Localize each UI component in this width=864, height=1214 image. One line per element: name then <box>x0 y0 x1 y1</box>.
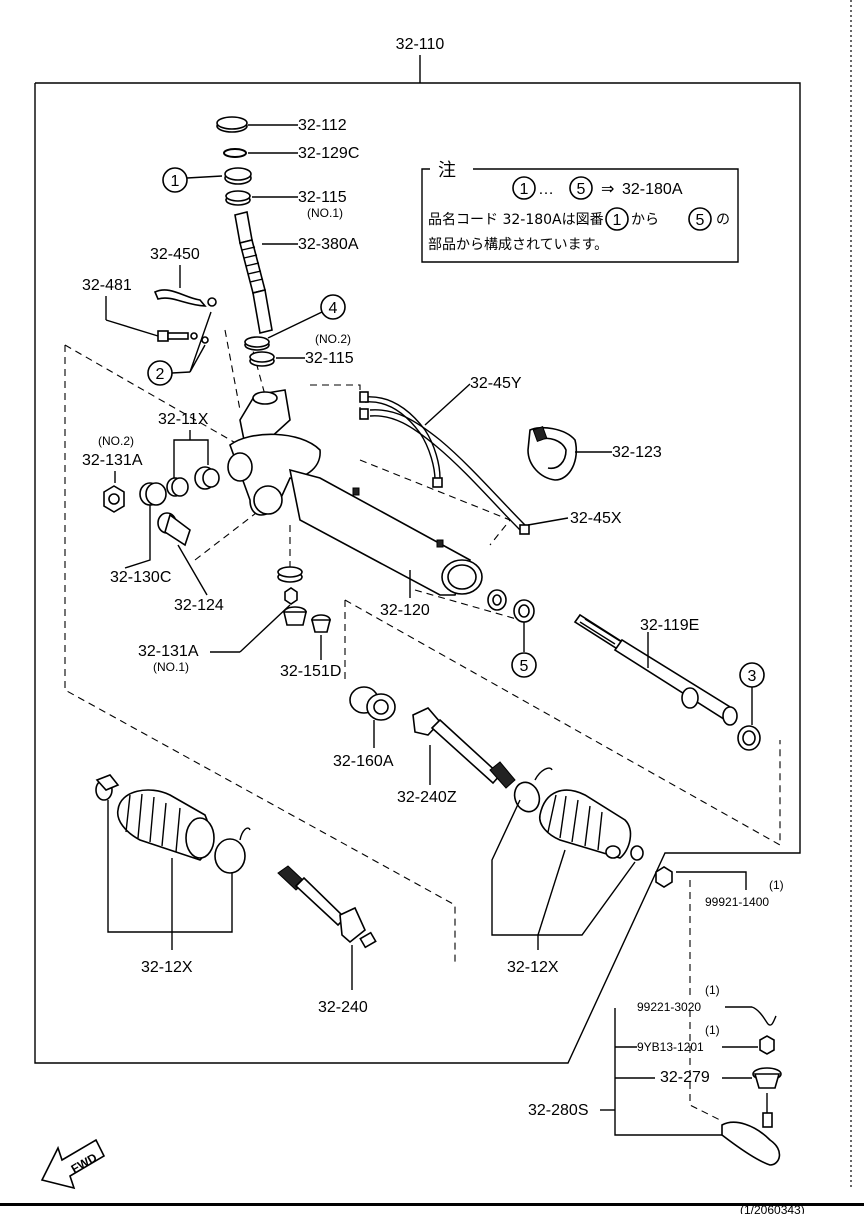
svg-text:1: 1 <box>613 212 622 229</box>
callout-4 <box>320 294 346 320</box>
mount-rubber-32-123 <box>527 426 577 481</box>
svg-text:から: から <box>631 212 659 228</box>
cotter-pin-99221-3020 <box>751 1006 777 1026</box>
cap-under-housing <box>277 566 303 583</box>
tie-rod-32-240 <box>277 865 377 949</box>
bush-32-160a <box>349 686 396 721</box>
svg-text:5: 5 <box>520 658 529 675</box>
svg-text:5: 5 <box>577 181 586 198</box>
label-32-151d: 32-151D <box>280 663 341 680</box>
union-pipe-32-450 <box>153 289 217 307</box>
boot-right-32-12x <box>513 767 644 861</box>
label-32-450: 32-450 <box>150 246 200 263</box>
fwd-arrow-icon: FWD <box>40 1138 106 1190</box>
tube-32-124 <box>157 512 191 547</box>
label-32-124: 32-124 <box>174 597 224 614</box>
union-bolt-32-481 <box>157 330 209 344</box>
bearing-32-115-no1 <box>225 190 251 206</box>
kit-parts-32-11x <box>166 466 220 497</box>
svg-text:(NO.1): (NO.1) <box>153 660 189 674</box>
footer-rule <box>0 1203 864 1206</box>
callout-5 <box>511 652 537 678</box>
svg-text:部品から構成されています。: 部品から構成されています。 <box>428 237 608 253</box>
svg-text:(1): (1) <box>705 983 720 997</box>
footer-code: (1/2060343) <box>740 1203 805 1214</box>
svg-text:1: 1 <box>520 181 529 198</box>
label-99221-3020: 99221-3020 <box>637 1000 701 1014</box>
label-32-240: 32-240 <box>318 999 368 1016</box>
pinion-shaft-32-380a <box>234 211 273 334</box>
seal-callout-4 <box>244 336 270 351</box>
tie-rod-end-32-280s <box>721 1093 781 1166</box>
label-32-45y: 32-45Y <box>470 375 522 392</box>
boot-left-32-12x <box>95 774 251 874</box>
gear-housing-32-120 <box>227 389 483 596</box>
label-32-279: 32-279 <box>660 1069 710 1086</box>
svg-text:の: の <box>716 212 730 228</box>
cap-32-151d <box>282 606 332 633</box>
label-32-131a-no1: 32-131A <box>138 643 199 660</box>
svg-text:4: 4 <box>329 300 338 317</box>
assembly-frame <box>34 55 801 1064</box>
svg-text:32-180A: 32-180A <box>622 181 683 198</box>
label-32-131a-no2: 32-131A <box>82 452 143 469</box>
label-32-12x-right: 32-12X <box>507 959 559 976</box>
label-32-129c: 32-129C <box>298 145 359 162</box>
label-32-45x: 32-45X <box>570 510 622 527</box>
bearing-32-115-no2 <box>249 351 275 367</box>
snap-ring-32-129c <box>223 148 247 158</box>
label-9yb13-1201: 9YB13-1201 <box>637 1040 704 1054</box>
svg-text:注: 注 <box>438 160 456 181</box>
assembly-label: 32-110 <box>396 36 445 53</box>
bearing-callout-1 <box>224 167 252 185</box>
seal-32-130c <box>139 482 167 506</box>
dust-boot-32-279 <box>752 1067 782 1089</box>
svg-text:1: 1 <box>171 173 180 190</box>
label-32-481: 32-481 <box>82 277 132 294</box>
nut-9yb13-1201 <box>759 1035 775 1055</box>
rack-32-119e <box>573 613 738 726</box>
oil-seal-callout-5 <box>487 589 535 623</box>
svg-text:…: … <box>538 181 554 198</box>
label-32-240z: 32-240Z <box>397 789 457 806</box>
label-32-380a: 32-380A <box>298 236 359 253</box>
nut-32-131a-no1 <box>284 587 298 605</box>
seal-callout-3 <box>737 725 761 751</box>
label-32-112: 32-112 <box>298 117 347 134</box>
tie-rod-32-240z <box>412 707 516 789</box>
svg-text:(NO.2): (NO.2) <box>315 332 351 346</box>
svg-text:品名コード 32-180Aは図番: 品名コード 32-180Aは図番 <box>428 212 604 228</box>
nut-99921-1400 <box>655 866 673 888</box>
svg-text:2: 2 <box>156 366 165 383</box>
label-99921-1400: 99921-1400 <box>705 895 769 909</box>
svg-text:5: 5 <box>696 212 705 229</box>
svg-text:⇒: ⇒ <box>601 179 614 198</box>
svg-text:(1): (1) <box>769 878 784 892</box>
washer-32-112 <box>216 116 248 133</box>
label-32-119e: 32-119E <box>640 617 699 634</box>
label-32-130c: 32-130C <box>110 569 171 586</box>
label-32-123: 32-123 <box>612 444 662 461</box>
label-32-115-no2: 32-115 <box>305 350 354 367</box>
label-32-280s: 32-280S <box>528 1102 589 1119</box>
svg-text:(1): (1) <box>705 1023 720 1037</box>
label-32-120: 32-120 <box>380 602 430 619</box>
callout-1 <box>162 167 188 193</box>
svg-text:(NO.1): (NO.1) <box>307 206 343 220</box>
label-32-12x-left: 32-12X <box>141 959 193 976</box>
label-32-160a: 32-160A <box>333 753 394 770</box>
feed-pipes <box>359 391 530 535</box>
note-box: 注 1 … 5 ⇒ 32-180A 品名コード 32-180Aは図番 1 から … <box>421 160 739 263</box>
svg-text:3: 3 <box>748 668 757 685</box>
label-32-11x: 32-11X <box>158 411 209 428</box>
label-32-115-no1: 32-115 <box>298 189 347 206</box>
svg-text:(NO.2): (NO.2) <box>98 434 134 448</box>
